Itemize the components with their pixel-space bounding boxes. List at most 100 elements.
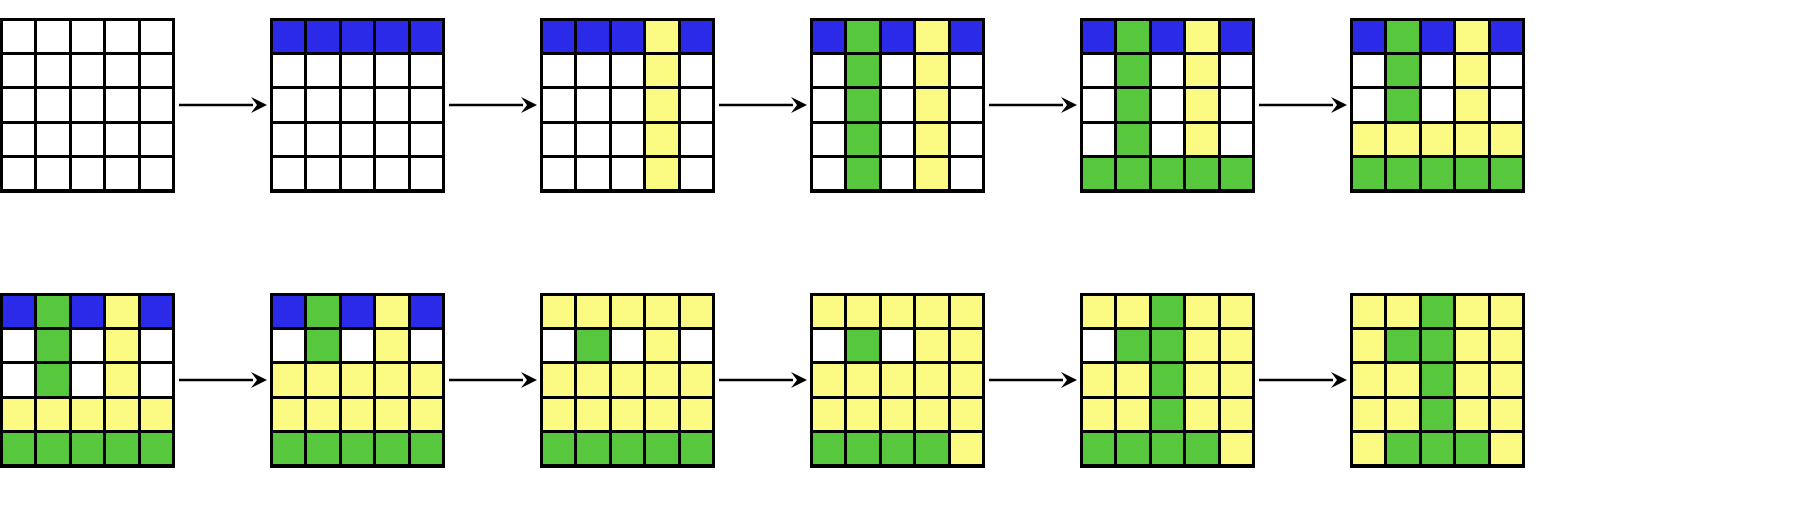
grid-cell [71, 20, 104, 52]
grid-cell [646, 158, 678, 190]
grid-cell [646, 295, 678, 327]
grid-cell [680, 398, 712, 431]
grid-cell [611, 433, 644, 465]
grid-cell [577, 364, 609, 396]
grid-cell [1353, 295, 1385, 327]
grid-cell [273, 158, 305, 190]
grid-cell [273, 433, 305, 465]
grid-cell [307, 123, 339, 156]
grid-cell [341, 89, 374, 121]
grid-cell [106, 433, 138, 465]
grid-cell [1186, 20, 1218, 52]
grid-cell [376, 295, 408, 327]
grid-cell [3, 433, 35, 465]
grid-cell [1186, 295, 1218, 327]
grid-cell [881, 123, 914, 156]
grid-cell [3, 398, 35, 431]
grid-cell [881, 398, 914, 431]
grid-cell [1117, 364, 1149, 396]
grid-cell [71, 329, 104, 362]
grid-cell [1490, 20, 1522, 52]
grid-cell [1421, 89, 1454, 121]
grid-cell [273, 20, 305, 52]
grid-cell [847, 398, 879, 431]
grid-cell [410, 89, 442, 121]
grid-cell [1387, 295, 1419, 327]
grid-cell [1083, 54, 1115, 87]
grid-step-7 [0, 292, 175, 468]
grid-cell [106, 158, 138, 190]
grid-cell [646, 364, 678, 396]
grid-cell [1151, 54, 1184, 87]
grid-cell [1117, 398, 1149, 431]
grid-cell [680, 54, 712, 87]
grid-cell [1456, 295, 1488, 327]
grid-cell [1220, 20, 1252, 52]
grid-cell [611, 20, 644, 52]
grid-cell [140, 433, 172, 465]
grid-cell [813, 364, 845, 396]
grid-cell [577, 158, 609, 190]
grid-cell [1186, 433, 1218, 465]
grid-cell [881, 158, 914, 190]
grid-step-5 [1080, 17, 1255, 193]
grid-cell [307, 89, 339, 121]
grid-cell [1353, 89, 1385, 121]
grid-cell [1456, 89, 1488, 121]
grid-cell [273, 398, 305, 431]
grid-cell [1083, 433, 1115, 465]
grid-cell [71, 295, 104, 327]
grid-cell [3, 329, 35, 362]
grid-cell [881, 20, 914, 52]
grid-cell [1083, 20, 1115, 52]
grid-cell [71, 364, 104, 396]
grid-cell [916, 295, 948, 327]
grid-cell [1186, 54, 1218, 87]
grid-cell [106, 123, 138, 156]
arrow-right-icon [715, 85, 810, 125]
grid-cell [376, 89, 408, 121]
grid-cell [1151, 20, 1184, 52]
grid-cell [646, 433, 678, 465]
grid-cell [611, 89, 644, 121]
grid-cell [646, 89, 678, 121]
grid-cell [543, 329, 575, 362]
grid-cell [307, 433, 339, 465]
grid-cell [1151, 123, 1184, 156]
arrow-right-icon [175, 360, 270, 400]
grid-cell [543, 295, 575, 327]
grid-cell [376, 364, 408, 396]
grid-cell [1387, 329, 1419, 362]
grid-cell [307, 54, 339, 87]
grid-cell [1186, 158, 1218, 190]
grid-cell [1117, 123, 1149, 156]
grid-cell [410, 54, 442, 87]
grid-cell [1421, 329, 1454, 362]
grid-cell [341, 295, 374, 327]
grid-cell [1456, 20, 1488, 52]
grid-cell [543, 398, 575, 431]
arrow-right-icon [985, 85, 1080, 125]
grid-cell [1220, 398, 1252, 431]
grid-cell [1083, 89, 1115, 121]
grid-cell [37, 20, 69, 52]
grid-cell [543, 89, 575, 121]
grid-cell [543, 158, 575, 190]
grid-cell [37, 433, 69, 465]
grid-cell [3, 295, 35, 327]
grid-cell [847, 295, 879, 327]
grid-cell [577, 295, 609, 327]
grid-cell [341, 158, 374, 190]
grid-cell [847, 20, 879, 52]
grid-cell [1421, 158, 1454, 190]
grid-cell [881, 54, 914, 87]
grid-cell [1387, 123, 1419, 156]
grid-cell [1353, 433, 1385, 465]
grid-cell [1220, 54, 1252, 87]
grid-cell [37, 89, 69, 121]
grid-cell [847, 123, 879, 156]
grid-cell [950, 329, 982, 362]
grid-cell [1387, 433, 1419, 465]
grid-cell [307, 295, 339, 327]
grid-cell [950, 295, 982, 327]
